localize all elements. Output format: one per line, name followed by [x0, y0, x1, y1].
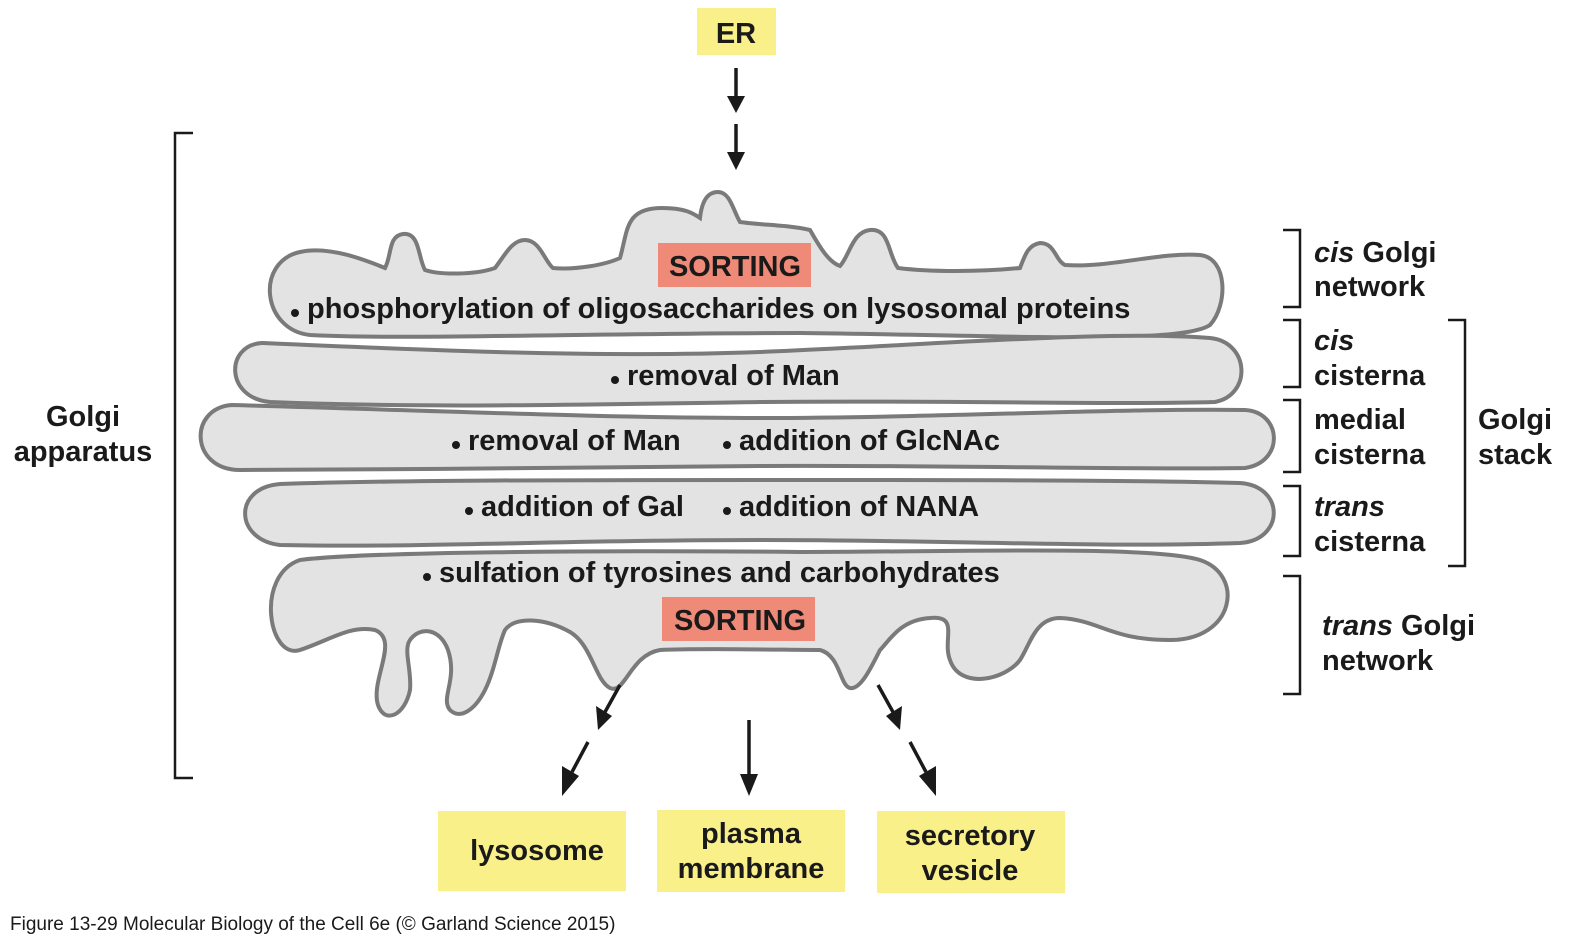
- secretory-vesicle-label-line2: vesicle: [922, 855, 1019, 887]
- bullet: [423, 573, 431, 581]
- golgi-apparatus-label-line2: apparatus: [14, 436, 153, 468]
- medial-cisterna-label-line1: medial: [1314, 404, 1406, 436]
- arrow-lysosome-head1: [596, 706, 612, 730]
- step-trans-network: sulfation of tyrosines and carbohydrates: [423, 557, 1000, 589]
- trans-golgi-network-italic: trans: [1322, 610, 1393, 642]
- inbound-arrow-2-head: [727, 152, 745, 170]
- sorting-box-top: SORTING: [658, 243, 811, 287]
- trans-golgi-network-label-line2: network: [1322, 645, 1434, 677]
- medial-cisterna-bracket: [1283, 398, 1302, 474]
- trans-cisterna-bracket: [1283, 484, 1302, 558]
- golgi-apparatus-bracket: [173, 131, 193, 780]
- arrow-secretory-head1: [886, 706, 902, 730]
- plasma-membrane-label-line1: plasma: [701, 818, 802, 850]
- trans-cisterna-label-line2: cisterna: [1314, 526, 1426, 558]
- step-phosphorylation: phosphorylation of oligosaccharides on l…: [307, 293, 1130, 325]
- bullet: [291, 309, 299, 317]
- cis-cisterna-membrane: [233, 333, 1244, 408]
- trans-cisterna-membrane: [243, 478, 1276, 548]
- step-removal-man-cis: removal of Man: [627, 360, 840, 392]
- destination-secretory-vesicle: secretory vesicle: [877, 811, 1065, 893]
- golgi-stack-label-line2: stack: [1478, 439, 1553, 471]
- trans-golgi-network-bracket: [1283, 574, 1302, 696]
- er-inbound-arrows: [727, 68, 745, 170]
- arrow-plasma-membrane-head: [740, 774, 758, 796]
- golgi-stack-bracket: [1448, 318, 1467, 568]
- arrow-lysosome-seg1: [603, 684, 622, 713]
- sorting-box-bottom-background: [662, 597, 815, 641]
- step-addition-glcnac: addition of GlcNAc: [739, 425, 1000, 457]
- er-box: ER: [697, 8, 776, 55]
- destination-plasma-membrane: plasma membrane: [657, 810, 845, 892]
- sorting-box-bottom: SORTING: [662, 597, 815, 641]
- step-trans-cisterna: addition of Gal addition of NANA: [465, 491, 979, 523]
- arrow-lysosome-head2: [562, 766, 579, 796]
- trans-golgi-network-rest: Golgi: [1393, 610, 1475, 642]
- step-addition-gal: addition of Gal: [481, 491, 684, 523]
- bullet: [723, 441, 731, 449]
- step-cis-cisterna: removal of Man: [611, 360, 840, 392]
- bullet: [723, 507, 731, 515]
- figure-caption: Figure 13-29 Molecular Biology of the Ce…: [10, 914, 615, 935]
- cis-golgi-network-rest: Golgi: [1354, 237, 1436, 269]
- cis-golgi-network-label-line1: cis Golgi: [1314, 237, 1437, 269]
- step-sulfation: sulfation of tyrosines and carbohydrates: [439, 557, 1000, 589]
- golgi-stack-label-line1: Golgi: [1478, 404, 1552, 436]
- sorting-label-bottom: SORTING: [674, 605, 806, 637]
- medial-cisterna-membrane: [198, 402, 1276, 473]
- plasma-membrane-label-line2: membrane: [678, 853, 825, 885]
- trans-cisterna-label-line1: trans: [1314, 491, 1385, 523]
- step-medial-cisterna: removal of Man addition of GlcNAc: [452, 425, 1000, 457]
- arrow-secretory-head2: [919, 766, 936, 796]
- cis-golgi-network-bracket: [1283, 228, 1302, 309]
- step-removal-man-medial: removal of Man: [468, 425, 681, 457]
- cis-golgi-network-italic: cis: [1314, 237, 1354, 269]
- er-label: ER: [716, 18, 756, 50]
- sorting-box-top-background: [658, 243, 811, 287]
- cis-cisterna-bracket: [1283, 318, 1302, 389]
- inbound-arrow-1-head: [727, 96, 745, 113]
- er-box-background: [697, 8, 776, 55]
- step-addition-nana: addition of NANA: [739, 491, 979, 523]
- cis-cisterna-label-line1: cis: [1314, 325, 1354, 357]
- destination-lysosome: lysosome: [438, 811, 626, 891]
- trans-golgi-network-label-line1: trans Golgi: [1322, 610, 1475, 642]
- arrow-secretory-seg1: [876, 684, 895, 713]
- arrow-secretory-seg2: [908, 741, 928, 773]
- cis-golgi-network-label-line2: network: [1314, 271, 1426, 303]
- bullet: [611, 376, 619, 384]
- plasma-membrane-box: [657, 810, 845, 892]
- step-cis-network: phosphorylation of oligosaccharides on l…: [291, 293, 1130, 325]
- medial-cisterna-label-line2: cisterna: [1314, 439, 1426, 471]
- golgi-apparatus-label-line1: Golgi: [46, 401, 120, 433]
- lysosome-label: lysosome: [470, 835, 604, 867]
- arrow-lysosome-seg2: [570, 741, 590, 773]
- secretory-vesicle-label-line1: secretory: [905, 820, 1036, 852]
- secretory-vesicle-box: [877, 811, 1065, 893]
- bullet: [465, 507, 473, 515]
- sorting-label-top: SORTING: [669, 251, 801, 283]
- outbound-arrows: [562, 684, 936, 796]
- cis-cisterna-label-line2: cisterna: [1314, 360, 1426, 392]
- bullet: [452, 441, 460, 449]
- lysosome-box: [438, 811, 626, 891]
